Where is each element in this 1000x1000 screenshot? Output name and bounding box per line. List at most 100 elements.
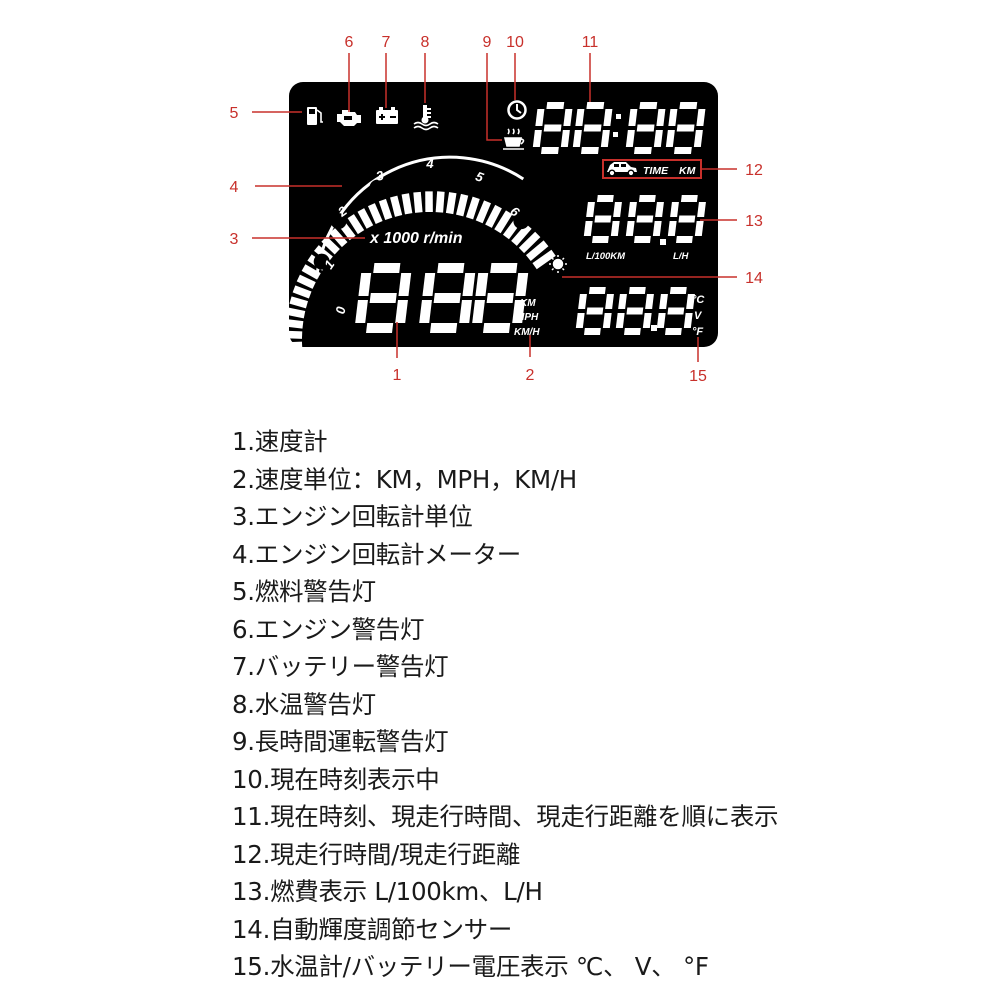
digit-segment xyxy=(369,293,397,303)
digit-segment xyxy=(541,147,559,154)
legend-item: 4.エンジン回転計メーター xyxy=(232,539,521,569)
digit-segment xyxy=(459,300,472,323)
tach-bar xyxy=(532,249,556,270)
digit-segment xyxy=(656,109,666,126)
digit-segment xyxy=(600,130,610,147)
digit-segment xyxy=(563,109,573,126)
digit-segment xyxy=(697,202,706,217)
temp-unit-v: V xyxy=(694,310,703,322)
fuel-consumption-digits xyxy=(583,195,706,243)
digit-segment xyxy=(594,215,612,223)
digit-segment xyxy=(694,221,704,236)
callout-lines xyxy=(252,53,737,362)
digit-segment xyxy=(586,307,604,315)
digit-segment xyxy=(395,300,408,323)
tachometer-unit: x 1000 r/min xyxy=(369,230,463,247)
digit-segment xyxy=(628,287,646,294)
legend-item: 5.燃料警告灯 xyxy=(232,577,376,606)
digit-segment xyxy=(512,300,525,323)
digit-segment xyxy=(674,147,692,154)
digit-segment xyxy=(683,313,693,328)
digit-segment xyxy=(628,109,638,126)
speedometer-digits xyxy=(355,263,529,333)
digit-segment xyxy=(636,215,654,223)
temperature-voltage-digits xyxy=(575,287,695,335)
tach-bar xyxy=(289,296,308,309)
digit-segment xyxy=(422,273,436,296)
digit-segment xyxy=(490,263,518,273)
engine-warning-icon xyxy=(337,110,361,126)
digit-segment xyxy=(586,102,605,109)
digit-segment xyxy=(430,323,458,333)
digit-segment xyxy=(366,323,394,333)
digit-segment xyxy=(639,102,658,109)
digit-segment xyxy=(693,130,703,147)
trip-indicator: TIME KM xyxy=(602,159,702,179)
callout-number: 5 xyxy=(230,105,239,122)
digit-segment xyxy=(437,263,465,273)
callout-number: 11 xyxy=(582,34,599,51)
callout-number: 7 xyxy=(382,34,391,51)
digit-segment xyxy=(642,313,652,328)
coffee-cup-icon xyxy=(503,128,525,150)
callout-number: 13 xyxy=(745,213,763,230)
digit-segment xyxy=(665,328,682,335)
tach-bar xyxy=(456,193,469,217)
callout-number: 15 xyxy=(689,368,707,385)
digit-segment xyxy=(560,130,570,147)
tach-bar xyxy=(445,192,457,215)
digit-segment xyxy=(667,307,685,315)
callout-number: 1 xyxy=(393,367,402,384)
tach-bar xyxy=(285,330,303,339)
digit-segment xyxy=(618,294,627,309)
legend-item: 8.水温警告灯 xyxy=(232,689,376,719)
tach-bar xyxy=(401,193,413,215)
callout-number: 10 xyxy=(506,34,524,51)
digit-segment xyxy=(462,273,476,296)
digit-segment xyxy=(634,236,651,243)
clock-colon-bottom xyxy=(613,132,618,137)
digit-segment xyxy=(575,109,585,126)
digit-segment xyxy=(602,313,612,328)
tach-bar xyxy=(286,351,304,362)
digit-segment xyxy=(676,236,693,243)
digit-segment xyxy=(592,236,609,243)
digit-segment xyxy=(655,202,664,217)
tach-tick-label: 3 xyxy=(374,167,386,184)
digit-segment xyxy=(610,221,620,236)
digit-segment xyxy=(652,221,662,236)
speed-unit-kmh: KM/H xyxy=(514,327,540,338)
callout-number: 9 xyxy=(483,34,492,51)
tach-bar xyxy=(285,319,304,329)
tach-tick-label: 4 xyxy=(425,156,434,171)
tach-bar xyxy=(465,196,480,220)
battery-warning-icon xyxy=(376,107,398,124)
digit-segment xyxy=(625,130,635,147)
digit-segment xyxy=(653,130,663,147)
speed-unit-mph: MPH xyxy=(516,312,539,323)
digit-segment xyxy=(535,109,545,126)
digit-segment xyxy=(515,273,529,296)
clock-digits xyxy=(532,102,706,154)
callout-number: 6 xyxy=(345,34,354,51)
tach-tick-label: 0 xyxy=(333,305,349,315)
callout-number: 12 xyxy=(745,162,763,179)
digit-segment xyxy=(603,109,613,126)
digit-segment xyxy=(679,102,698,109)
digit-segment xyxy=(588,287,606,294)
fuel-warning-icon xyxy=(307,107,323,125)
tach-bar xyxy=(287,307,306,319)
digit-segment xyxy=(615,313,625,328)
digit-segment xyxy=(578,294,587,309)
digit-segment xyxy=(686,294,695,309)
tach-bar xyxy=(357,208,374,229)
digit-segment xyxy=(628,202,637,217)
tach-bar xyxy=(378,198,393,221)
digit-segment xyxy=(625,221,635,236)
fuel-unit-l100km: L/100KM xyxy=(586,251,626,262)
callout-number: 14 xyxy=(745,270,763,287)
digit-segment xyxy=(613,202,622,217)
tach-bar xyxy=(292,285,312,299)
digit-segment xyxy=(355,300,368,323)
